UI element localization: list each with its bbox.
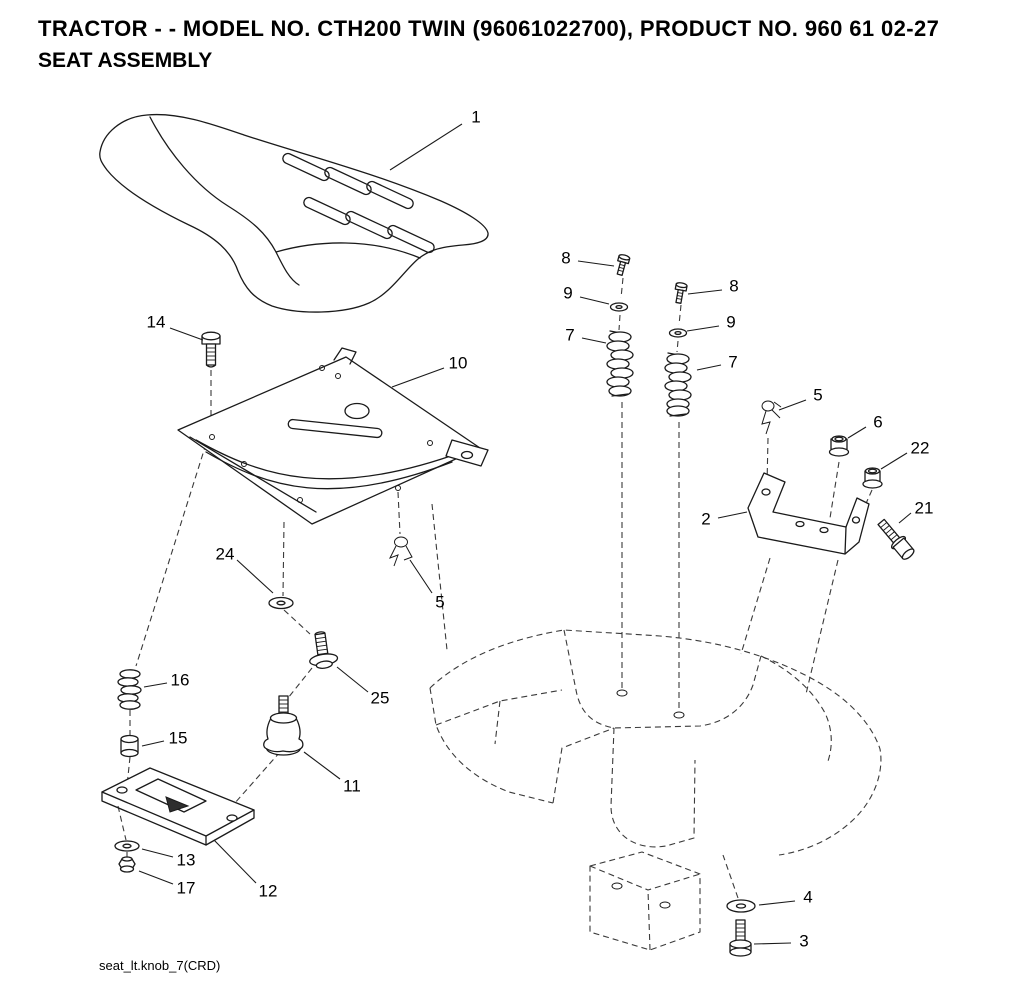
washer-part-4 [726, 899, 756, 913]
screw-part-25 [309, 631, 339, 669]
callout-leader-line [717, 511, 748, 519]
page-title: TRACTOR - - MODEL NO. CTH200 TWIN (96061… [38, 16, 940, 41]
callout-leader-line [778, 399, 807, 411]
clip-part-5-middle [388, 536, 413, 567]
nut-part-22 [862, 467, 883, 489]
screw-part-8-right [674, 282, 688, 304]
callout-leader-line [138, 870, 174, 885]
header: TRACTOR - - MODEL NO. CTH200 TWIN (96061… [38, 16, 1008, 73]
callout-part-number-8-2: 8 [729, 277, 738, 296]
callout-part-number-5-15: 5 [435, 593, 444, 612]
callout-leader-line [391, 367, 445, 388]
callout-part-number-24-14: 24 [216, 545, 235, 564]
bracket-part-2 [747, 472, 870, 555]
callout-layer: 1 8 8 9 9 7 7 14 10 5 6 22 21 2 24 5 16 25 15 11 13 17 12 4 3 [138, 108, 934, 951]
callout-leader-line [236, 559, 274, 594]
callout-part-number-22-11: 22 [911, 439, 930, 458]
callout-part-number-10-8: 10 [449, 354, 468, 373]
callout-leader-line [898, 512, 912, 524]
bolt-part-3 [729, 919, 752, 957]
callout-leader-line [687, 289, 723, 295]
callout-leader-line [880, 452, 908, 470]
callout-part-number-9-4: 9 [726, 313, 735, 332]
frame-bracket-phantom [589, 851, 701, 951]
callout-part-number-11-19: 11 [343, 777, 361, 796]
callout-leader-line [143, 682, 168, 688]
bushing-part-15 [120, 734, 139, 758]
callout-part-number-2-13: 2 [701, 510, 710, 529]
callout-leader-line [847, 426, 867, 439]
callout-leader-line [409, 559, 433, 594]
screw-part-8-left [616, 254, 631, 276]
callout-part-number-7-5: 7 [565, 326, 574, 345]
bolt-part-14 [201, 331, 221, 368]
washer-part-24 [268, 596, 294, 610]
page-subtitle: SEAT ASSEMBLY [38, 49, 213, 72]
fender-phantom-drawing [429, 629, 882, 856]
bolt-part-21 [877, 518, 915, 560]
callout-leader-line [577, 260, 615, 267]
callout-leader-line [581, 337, 607, 344]
washer-part-9-left [609, 302, 629, 312]
washer-part-9-right [668, 328, 688, 338]
seat-vent-slots [282, 152, 435, 254]
callout-part-number-25-17: 25 [371, 689, 390, 708]
callout-leader-line [753, 942, 792, 945]
nut-part-17 [118, 856, 136, 873]
clip-part-5-upper [761, 400, 782, 435]
callout-part-number-17-21: 17 [177, 879, 196, 898]
callout-leader-line [686, 325, 720, 332]
assembly-centerlines [117, 277, 873, 899]
callout-leader-line [213, 839, 257, 884]
callout-part-number-15-18: 15 [169, 729, 188, 748]
knob-part-11 [263, 695, 304, 756]
spring-part-16 [117, 669, 142, 710]
callout-part-number-8-1: 8 [561, 249, 570, 268]
callout-part-number-14-7: 14 [147, 313, 166, 332]
callout-part-number-3-24: 3 [799, 932, 808, 951]
callout-leader-line [758, 900, 796, 906]
callout-leader-line [336, 666, 369, 693]
spring-part-7-right [664, 352, 692, 417]
callout-part-number-12-22: 12 [259, 882, 278, 901]
callout-part-number-1-0: 1 [471, 108, 480, 127]
callout-part-number-7-6: 7 [728, 353, 737, 372]
spring-part-7-left [606, 330, 634, 397]
callout-leader-line [169, 327, 204, 341]
callout-part-number-9-3: 9 [563, 284, 572, 303]
nut-part-6 [828, 435, 850, 457]
callout-part-number-5-9: 5 [813, 386, 822, 405]
callout-part-number-6-10: 6 [873, 413, 882, 432]
callout-part-number-13-20: 13 [177, 851, 196, 870]
callout-leader-line [141, 848, 174, 858]
seat-pan-part-10 [177, 347, 489, 525]
callout-part-number-16-16: 16 [171, 671, 190, 690]
drawing-code: seat_lt.knob_7(CRD) [99, 958, 221, 973]
seat-part-drawing [99, 113, 489, 313]
callout-leader-line [389, 123, 463, 171]
callout-part-number-21-12: 21 [915, 499, 934, 518]
fender-mount-hole [673, 711, 685, 719]
plate-part-12 [101, 767, 255, 846]
footer: seat_lt.knob_7(CRD) [99, 958, 220, 973]
callout-leader-line [696, 364, 722, 371]
washer-part-13 [114, 840, 140, 852]
callout-leader-line [303, 751, 341, 780]
callout-leader-line [579, 296, 610, 305]
callout-part-number-4-23: 4 [803, 888, 812, 907]
callout-leader-line [141, 740, 165, 747]
fender-mount-hole [616, 689, 628, 697]
